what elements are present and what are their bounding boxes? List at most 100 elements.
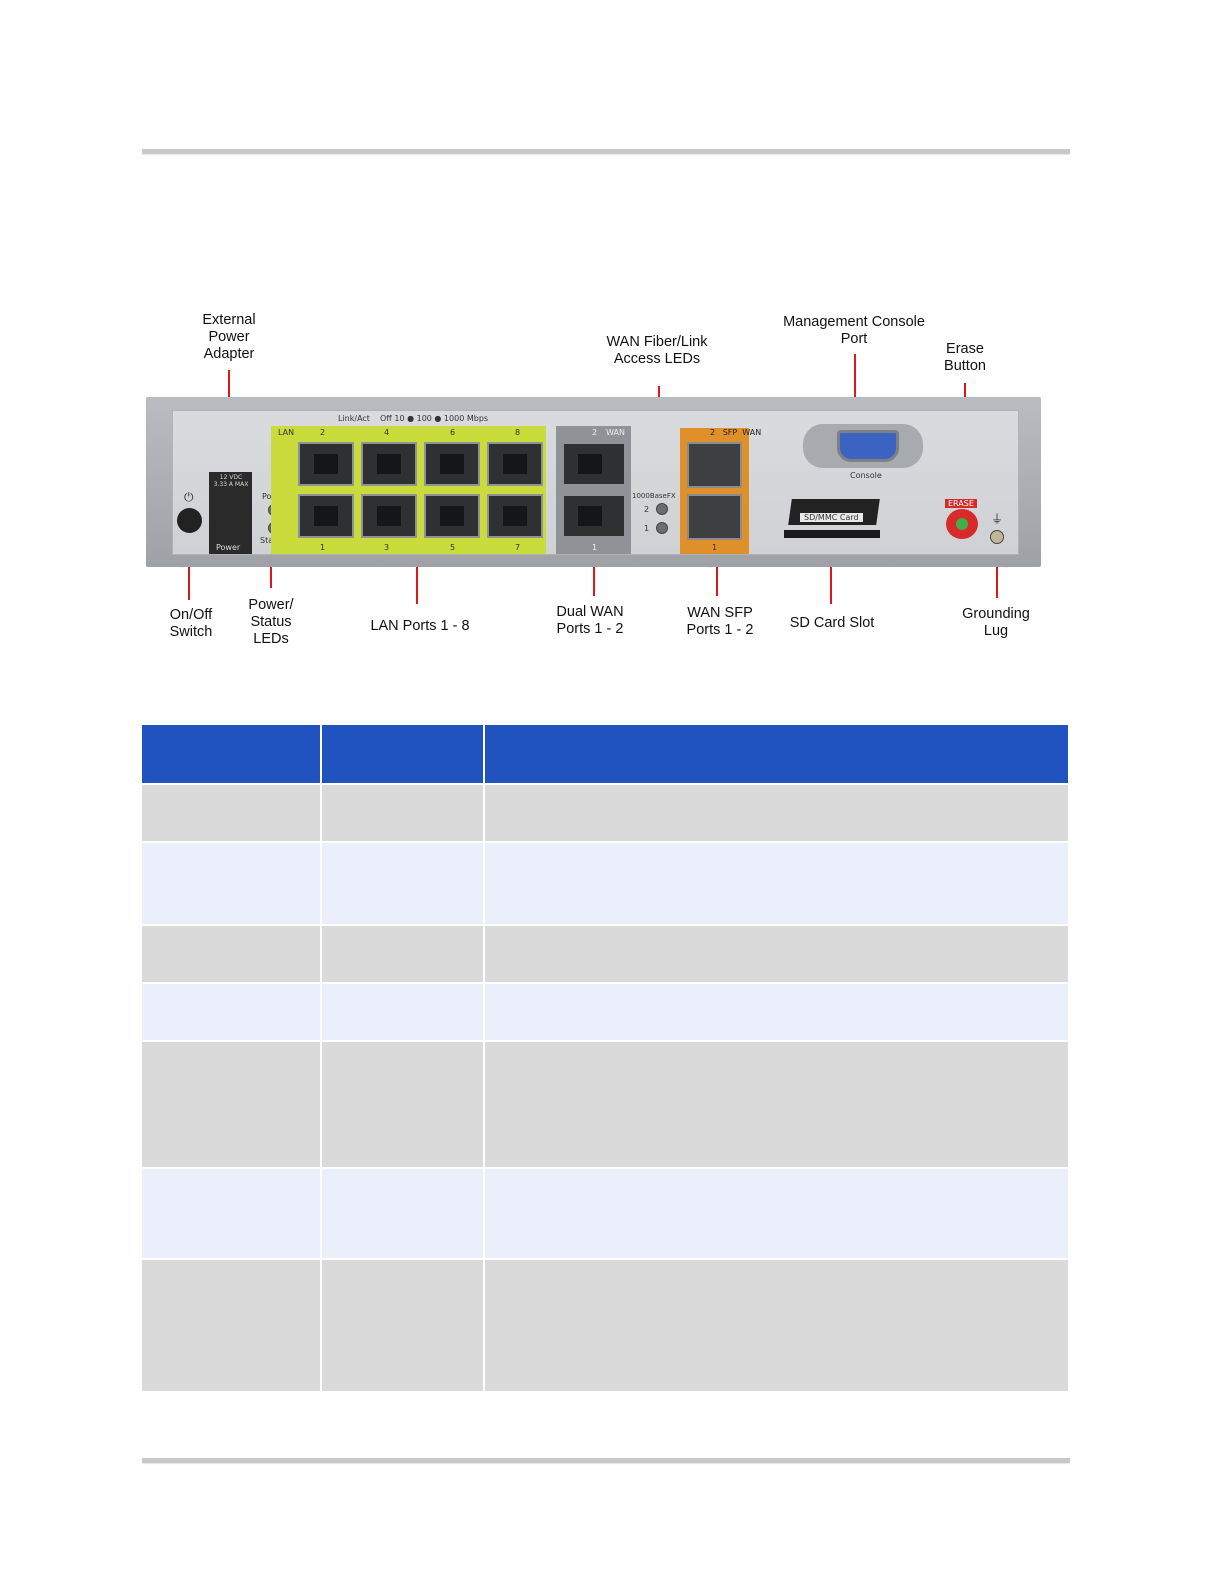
lan-port-number: 4 — [384, 428, 390, 437]
spec-table — [142, 725, 1070, 1393]
table-cell — [485, 1042, 1070, 1169]
leader-line — [716, 556, 718, 596]
lan-port-number: 5 — [450, 543, 456, 552]
table-row — [142, 1169, 1070, 1260]
leader-line — [830, 550, 832, 604]
dc-rating-label: 12 VDC 3.33 A MAX — [213, 474, 249, 488]
table-cell — [322, 843, 485, 926]
wan-port-2 — [562, 442, 626, 486]
power-jack-label: Power — [216, 543, 241, 552]
table-cell — [485, 1260, 1070, 1393]
leader-line — [416, 552, 418, 604]
fx-label: 1000BaseFX — [632, 492, 676, 500]
leader-line — [996, 552, 998, 598]
wan-port-1 — [562, 494, 626, 538]
table-row — [142, 984, 1070, 1042]
table-header-cell — [485, 725, 1070, 785]
table-cell — [485, 785, 1070, 843]
callout-wan-sfp-ports: WAN SFP Ports 1 - 2 — [686, 605, 754, 638]
table-cell — [142, 1169, 322, 1260]
erase-label: ERASE — [945, 499, 977, 508]
leader-line — [593, 550, 595, 596]
erase-button — [946, 509, 978, 539]
lan-port-6 — [424, 442, 480, 486]
table-cell — [142, 1042, 322, 1169]
lan-port-number: 7 — [515, 543, 521, 552]
callout-sd-card-slot: SD Card Slot — [789, 615, 875, 631]
wan-port-number: 2 — [592, 428, 598, 437]
table-cell — [142, 984, 322, 1042]
link-act-label: Link/Act — [338, 414, 370, 423]
callout-external-power-adapter: External Power Adapter — [202, 312, 256, 362]
fx-led-number: 1 — [644, 524, 650, 533]
lan-port-5 — [424, 494, 480, 538]
console-label: Console — [850, 471, 882, 480]
table-row — [142, 843, 1070, 926]
table-cell — [485, 843, 1070, 926]
table-row — [142, 785, 1070, 843]
callout-dual-wan-ports: Dual WAN Ports 1 - 2 — [556, 604, 624, 637]
table-cell — [142, 785, 322, 843]
lan-port-number: 6 — [450, 428, 456, 437]
lan-port-2 — [298, 442, 354, 486]
leader-line — [854, 354, 856, 408]
lan-port-8 — [487, 442, 543, 486]
table-row — [142, 1042, 1070, 1169]
table-cell — [142, 843, 322, 926]
callout-power-status-leds: Power/ Status LEDs — [248, 597, 294, 647]
table-cell — [142, 926, 322, 984]
callout-management-console-port: Management Console Port — [783, 314, 925, 347]
table-cell — [142, 1260, 322, 1393]
lan-port-number: 3 — [384, 543, 390, 552]
callout-erase-button: Erase Button — [944, 341, 986, 374]
bottom-rule — [142, 1458, 1070, 1463]
callout-grounding-lug: Grounding Lug — [962, 606, 1030, 639]
table-row — [142, 1260, 1070, 1393]
table-cell — [485, 984, 1070, 1042]
table-cell — [322, 1042, 485, 1169]
sd-card-slot — [784, 530, 880, 538]
sfp-port-number: 1 — [712, 543, 718, 552]
lan-port-number: 1 — [320, 543, 326, 552]
table-cell — [322, 1169, 485, 1260]
top-rule — [142, 149, 1070, 154]
lan-label: LAN — [278, 428, 295, 437]
table-cell — [322, 984, 485, 1042]
table-cell — [322, 926, 485, 984]
callout-lan-ports: LAN Ports 1 - 8 — [370, 618, 470, 634]
callout-wan-fiber-link-access-leds: WAN Fiber/Link Access LEDs — [606, 334, 708, 367]
lan-port-number: 2 — [320, 428, 326, 437]
grounding-lug — [990, 530, 1004, 544]
sfp-port-2 — [687, 442, 742, 488]
sfp-wan-label: 2 SFP WAN — [710, 428, 762, 437]
ground-symbol-icon: ⏚ — [991, 512, 1004, 526]
leader-line — [270, 548, 272, 588]
lan-port-1 — [298, 494, 354, 538]
on-off-switch — [177, 508, 202, 533]
power-adapter-jack — [209, 472, 252, 554]
speed-legend: Off 10 ● 100 ● 1000 Mbps — [380, 414, 489, 423]
wan-port-number: 1 — [592, 543, 598, 552]
table-cell — [322, 1260, 485, 1393]
table-cell — [485, 1169, 1070, 1260]
leader-line — [188, 544, 190, 600]
lan-port-4 — [361, 442, 417, 486]
wan-label: WAN — [606, 428, 625, 437]
lan-port-7 — [487, 494, 543, 538]
lan-port-number: 8 — [515, 428, 521, 437]
table-row — [142, 926, 1070, 984]
sd-card-label: SD/MMC Card — [800, 513, 863, 522]
console-db9-connector — [837, 430, 899, 462]
callout-on-off-switch: On/Off Switch — [169, 607, 213, 640]
table-header-cell — [142, 725, 322, 785]
table-header-cell — [322, 725, 485, 785]
table-header-row — [142, 725, 1070, 785]
wan-fiber-led-1 — [656, 522, 668, 534]
fx-led-number: 2 — [644, 505, 650, 514]
sfp-port-1 — [687, 494, 742, 540]
lan-port-3 — [361, 494, 417, 538]
power-symbol-icon: ⏻ — [184, 490, 194, 504]
table-cell — [322, 785, 485, 843]
wan-fiber-led-2 — [656, 503, 668, 515]
table-cell — [485, 926, 1070, 984]
